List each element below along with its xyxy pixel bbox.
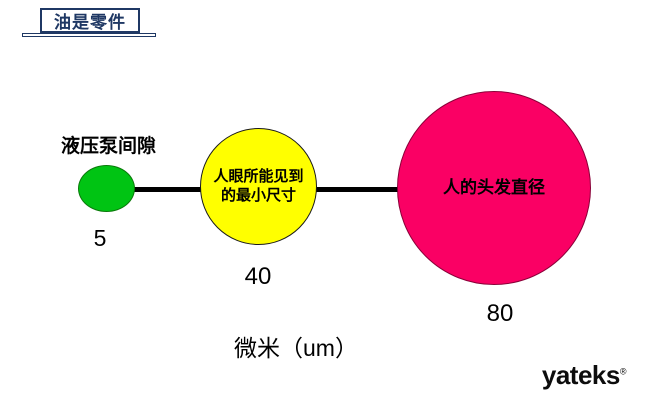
yellow-circle-label-line1: 人眼所能见到: [213, 167, 304, 185]
yateks-logo: yateks®: [541, 360, 627, 391]
registered-trademark-mark: ®: [619, 366, 627, 377]
yellow-circle-label-line2: 的最小尺寸: [220, 186, 296, 204]
title-box: 油是零件: [40, 8, 140, 33]
circle-hydraulic-pump-clearance: [78, 165, 135, 212]
pink-circle-label: 人的头发直径: [443, 178, 545, 198]
value-smallest-visible-size: 40: [244, 263, 272, 290]
circle-smallest-visible-size: 人眼所能见到 的最小尺寸: [200, 128, 317, 245]
value-human-hair-diameter: 80: [486, 300, 514, 327]
circle-human-hair-diameter: 人的头发直径: [397, 91, 591, 285]
green-circle-label: 液压泵间隙: [60, 136, 156, 157]
yateks-logo-text: yateks: [541, 360, 620, 390]
slide-title: 油是零件: [54, 13, 126, 32]
yellow-circle-label: 人眼所能见到 的最小尺寸: [213, 168, 303, 206]
unit-label: 微米（um）: [234, 335, 358, 361]
value-hydraulic-pump-clearance: 5: [93, 225, 107, 251]
title-underline-bar: [22, 33, 156, 37]
